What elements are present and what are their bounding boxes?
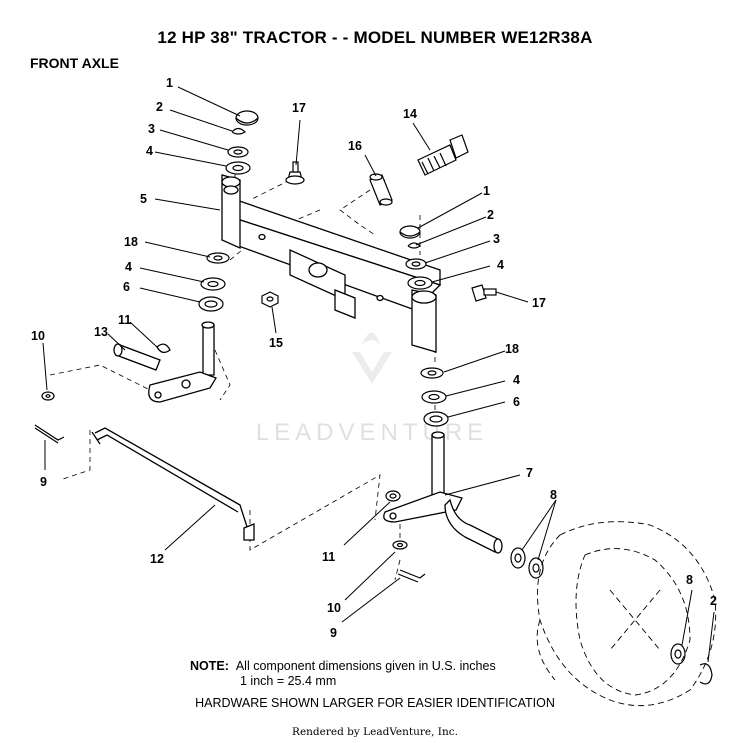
callout-8-a: 8 bbox=[550, 488, 557, 502]
callout-17-b: 17 bbox=[532, 296, 546, 310]
watermark-logo bbox=[352, 332, 392, 384]
bottom-small-hardware bbox=[385, 490, 426, 583]
bolt-17-right bbox=[471, 284, 497, 302]
wheel-outline bbox=[536, 521, 717, 707]
callout-14: 14 bbox=[403, 107, 417, 121]
note-line-1: All component dimensions given in U.S. i… bbox=[235, 659, 496, 673]
drag-link-12 bbox=[91, 427, 255, 541]
callout-9-b: 9 bbox=[330, 626, 337, 640]
callout-1-b: 1 bbox=[483, 184, 490, 198]
callout-9-a: 9 bbox=[40, 475, 47, 489]
left-small-hardware bbox=[34, 391, 65, 444]
callout-3-a: 3 bbox=[148, 122, 155, 136]
callout-12: 12 bbox=[150, 552, 164, 566]
right-spindle bbox=[383, 431, 503, 554]
callout-4-d: 4 bbox=[513, 373, 520, 387]
section-title: FRONT AXLE bbox=[30, 55, 119, 71]
callout-8-b: 8 bbox=[686, 573, 693, 587]
callout-16: 16 bbox=[348, 139, 362, 153]
left-spindle bbox=[113, 321, 217, 403]
callout-4-b: 4 bbox=[125, 260, 132, 274]
callout-2-a: 2 bbox=[156, 100, 163, 114]
callout-17-a: 17 bbox=[292, 101, 306, 115]
callout-13: 13 bbox=[94, 325, 108, 339]
callout-4-c: 4 bbox=[497, 258, 504, 272]
callout-7: 7 bbox=[526, 466, 533, 480]
callout-10-b: 10 bbox=[327, 601, 341, 615]
page-title: 12 HP 38" TRACTOR - - MODEL NUMBER WE12R… bbox=[157, 28, 593, 47]
note-line-2: 1 inch = 25.4 mm bbox=[240, 674, 337, 688]
hardware-note: HARDWARE SHOWN LARGER FOR EASIER IDENTIF… bbox=[195, 696, 555, 710]
callout-labels: 1 2 3 4 5 18 4 6 17 16 14 1 2 3 4 17 15 … bbox=[31, 76, 717, 640]
left-hardware-stack bbox=[198, 110, 259, 312]
leader-lines bbox=[42, 86, 715, 663]
credit-text: Rendered by LeadVenture, Inc. bbox=[292, 726, 458, 738]
callout-4-a: 4 bbox=[146, 144, 153, 158]
callout-2-b: 2 bbox=[487, 208, 494, 222]
callout-10-a: 10 bbox=[31, 329, 45, 343]
right-hardware-stack bbox=[399, 225, 449, 427]
callout-6-b: 6 bbox=[513, 395, 520, 409]
spacer-16 bbox=[369, 173, 393, 206]
callout-11-a: 11 bbox=[118, 313, 131, 327]
nut-15 bbox=[261, 291, 279, 308]
axle-beam bbox=[221, 174, 442, 353]
callout-1-a: 1 bbox=[166, 76, 173, 90]
wheel-washers-8 bbox=[510, 547, 713, 685]
callout-18-a: 18 bbox=[124, 235, 138, 249]
callout-15: 15 bbox=[269, 336, 283, 350]
watermark-text: LEADVENTURE bbox=[256, 419, 488, 446]
bolt-17-top bbox=[285, 161, 305, 185]
callout-5: 5 bbox=[140, 192, 147, 206]
note-block: NOTE: All component dimensions given in … bbox=[190, 659, 496, 689]
note-label: NOTE: bbox=[190, 659, 229, 673]
callout-3-b: 3 bbox=[493, 232, 500, 246]
callout-11-b: 11 bbox=[322, 550, 335, 564]
callout-6-a: 6 bbox=[123, 280, 130, 294]
callout-18-b: 18 bbox=[505, 342, 519, 356]
bolt-14 bbox=[417, 134, 469, 176]
callout-2-c: 2 bbox=[710, 594, 717, 608]
